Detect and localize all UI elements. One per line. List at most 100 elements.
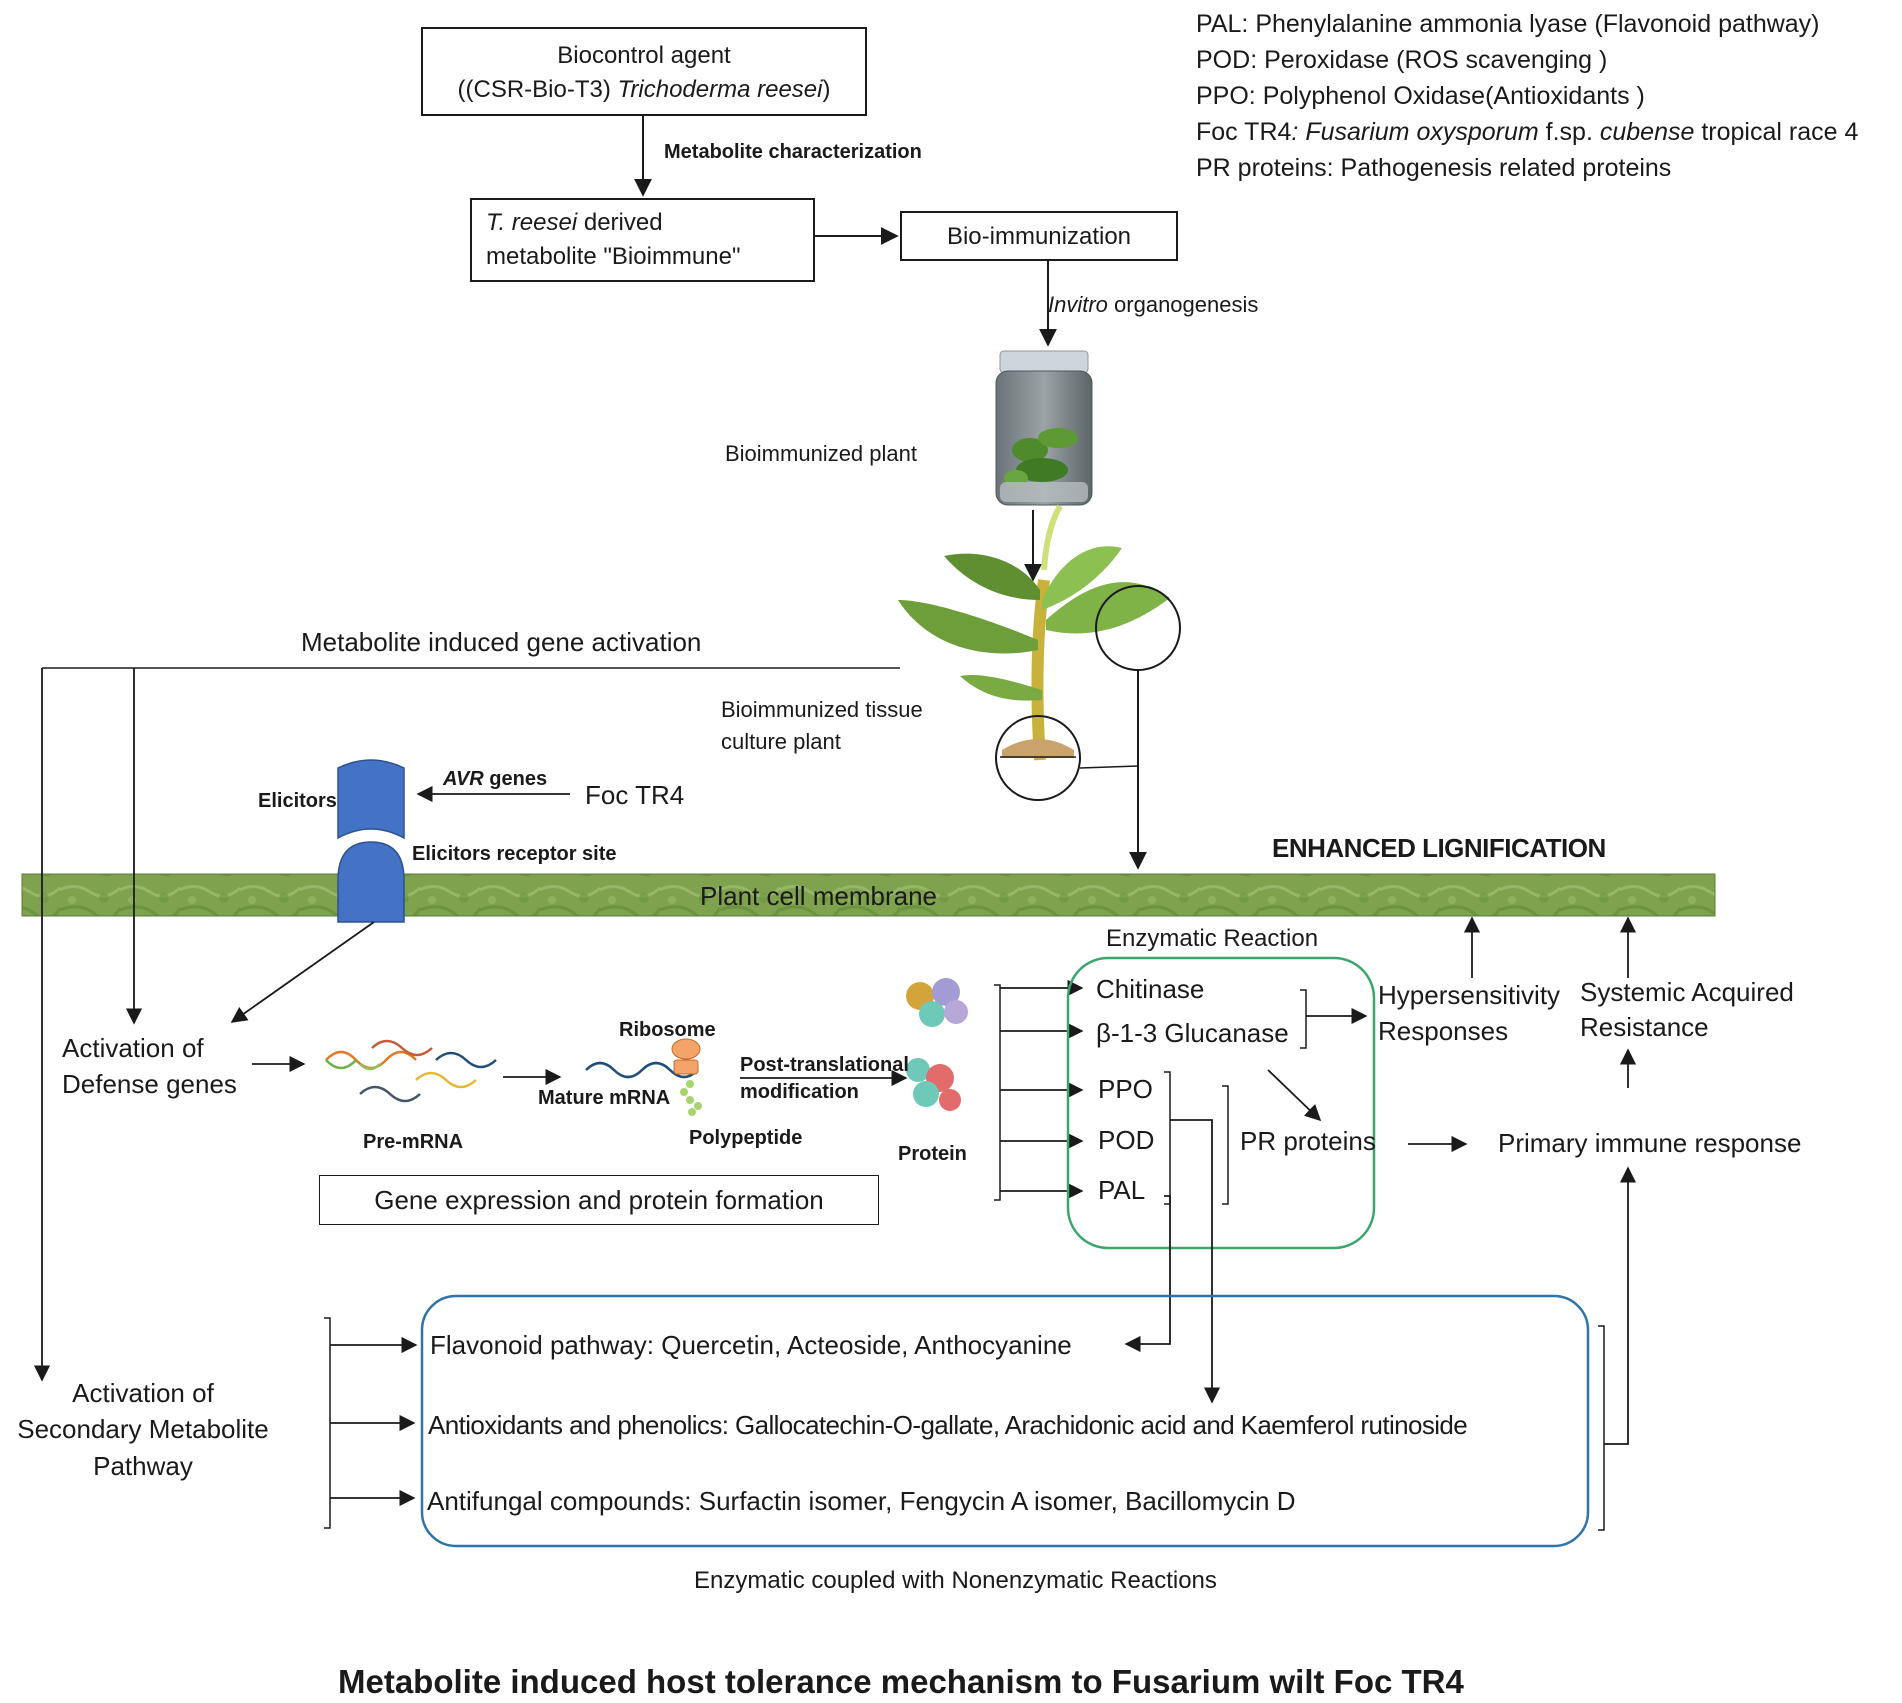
tissue-culture-jar-icon xyxy=(995,350,1093,506)
defense-line2: Defense genes xyxy=(62,1069,237,1100)
secondary-metabolite-label: Activation of Secondary Metabolite Pathw… xyxy=(4,1375,282,1484)
ptm-line2: modification xyxy=(740,1081,859,1103)
legend-definition: Polyphenol Oxidase(Antioxidants ) xyxy=(1262,82,1645,110)
enzyme-pal: PAL xyxy=(1098,1175,1146,1205)
hypersensitivity-label: Hypersensitivity Responses xyxy=(1378,977,1560,1050)
arrow-glucanase-to-pr xyxy=(1267,1069,1322,1122)
derived-word: derived xyxy=(577,209,663,236)
receptor-shape xyxy=(337,841,405,923)
legend-abbr: PR proteins xyxy=(1196,154,1327,182)
legend-row: PR proteins: Pathogenesis related protei… xyxy=(1196,150,1858,186)
bio-immunization-label: Bio-immunization xyxy=(946,223,1132,250)
cell-membrane-band xyxy=(21,873,1716,917)
organogenesis-invitro: Invitro xyxy=(1048,292,1108,317)
elicitors-label: Elicitors xyxy=(258,790,337,812)
gene-expression-label: Gene expression and protein formation xyxy=(374,1185,824,1215)
hr-line1: Hypersensitivity xyxy=(1378,980,1561,1010)
secondary-line1: Activation of xyxy=(72,1378,214,1408)
line-ppo-to-antioxidants xyxy=(1170,1119,1221,1404)
tissue-line2: culture plant xyxy=(721,728,841,754)
enzymatic-reaction-label: Enzymatic Reaction xyxy=(1106,925,1319,952)
arrow-receptor-to-defense xyxy=(230,921,375,1023)
biocontrol-line2: ((CSR-Bio-T3) Trichoderma reesei) xyxy=(423,74,865,105)
line-to-primary-immune xyxy=(1604,1166,1637,1445)
antioxidants-label: Antioxidants and phenolics: Gallocatechi… xyxy=(428,1410,1468,1440)
metabolite-characterization-label: Metabolite characterization xyxy=(664,141,922,163)
enhanced-lignification-label: ENHANCED LIGNIFICATION xyxy=(1272,833,1606,863)
post-translational-label: Post-translational modification xyxy=(740,1052,909,1106)
avr-genes-label: AVR genes xyxy=(443,767,547,791)
derived-line2: metabolite "Bioimmune" xyxy=(486,242,741,270)
protein-structure-icon xyxy=(906,978,968,1111)
enzyme-glucanase: β-1-3 Glucanase xyxy=(1096,1018,1289,1048)
flavonoid-pathway-label: Flavonoid pathway: Quercetin, Acteoside,… xyxy=(430,1330,1072,1360)
pr-bracket-right xyxy=(1222,1085,1229,1205)
sar-line2: Resistance xyxy=(1580,1012,1709,1043)
line-pot-to-stem xyxy=(1079,765,1139,769)
legend-definition: tropical race 4 xyxy=(1694,118,1859,146)
enzymatic-coupled-label: Enzymatic coupled with Nonenzymatic Reac… xyxy=(694,1567,1217,1594)
hr-bracket xyxy=(1300,989,1307,1049)
legend-row: PAL: Phenylalanine ammonia lyase (Flavon… xyxy=(1196,6,1858,42)
derived-line1: T. reesei derived xyxy=(486,206,813,240)
primary-immune-label: Primary immune response xyxy=(1498,1128,1802,1158)
sar-label: Systemic Acquired Resistance xyxy=(1580,975,1794,1045)
legend-definition: Phenylalanine ammonia lyase (Flavonoid p… xyxy=(1255,10,1820,38)
biocontrol-close: ) xyxy=(822,75,831,103)
legend-row: Foc TR4: Fusarium oxysporum f.sp. cubens… xyxy=(1196,114,1858,150)
mature-mrna-icon xyxy=(585,1061,699,1079)
legend-row: POD: Peroxidase (ROS scavenging ) xyxy=(1196,42,1858,78)
elicitor-shape xyxy=(337,759,405,840)
bioimmunized-tissue-label: Bioimmunized tissue culture plant xyxy=(721,694,923,758)
legend-sep: : xyxy=(1250,46,1265,74)
legend-definition: Peroxidase (ROS scavenging ) xyxy=(1264,46,1608,74)
mature-mrna-label: Mature mRNA xyxy=(538,1087,671,1109)
legend-abbr: PAL xyxy=(1196,10,1242,38)
enzyme-chitinase: Chitinase xyxy=(1096,974,1205,1004)
enzyme-pod: POD xyxy=(1098,1125,1155,1155)
ribosome-label: Ribosome xyxy=(619,1019,716,1041)
protein-label: Protein xyxy=(898,1143,967,1165)
derived-species: T. reesei xyxy=(486,209,578,236)
organogenesis-label: Invitro organogenesis xyxy=(1048,292,1258,318)
legend-abbr: Foc TR4 xyxy=(1196,118,1292,146)
avr-word: genes xyxy=(483,768,548,790)
secondary-metabolite-box xyxy=(420,1294,1590,1548)
organogenesis-word: organogenesis xyxy=(1107,292,1259,317)
legend-abbr: PPO xyxy=(1196,82,1249,110)
bioimmunized-plant-label: Bioimmunized plant xyxy=(725,441,917,466)
gene-expression-box: Gene expression and protein formation xyxy=(319,1175,879,1225)
legend-sep: : xyxy=(1291,118,1306,146)
secondary-bracket xyxy=(324,1317,331,1529)
legend-definition: Pathogenesis related proteins xyxy=(1340,154,1672,182)
legend-row: PPO: Polyphenol Oxidase(Antioxidants ) xyxy=(1196,78,1858,114)
gene-activation-label: Metabolite induced gene activation xyxy=(301,627,702,657)
biocontrol-agent-box: Biocontrol agent ((CSR-Bio-T3) Trichoder… xyxy=(421,27,867,116)
polypeptide-label: Polypeptide xyxy=(689,1127,803,1149)
pre-mrna-icon xyxy=(325,1039,497,1103)
pre-mrna-label: Pre-mRNA xyxy=(363,1131,464,1153)
legend-definition: f.sp. xyxy=(1538,118,1600,146)
right-bracket xyxy=(1598,1325,1605,1531)
biocontrol-code: ((CSR-Bio-T3) xyxy=(457,75,618,103)
enzymatic-reaction-box xyxy=(1066,956,1376,1250)
pr-bracket xyxy=(1164,1071,1171,1205)
banana-plant-icon xyxy=(898,504,1170,761)
biocontrol-line1: Biocontrol agent xyxy=(557,42,731,69)
main-title: Metabolite induced host tolerance mechan… xyxy=(338,1663,1464,1700)
tissue-line1: Bioimmunized tissue xyxy=(721,697,923,722)
legend-sep: : xyxy=(1241,10,1256,38)
legend-abbr: POD xyxy=(1196,46,1251,74)
defense-line1: Activation of xyxy=(62,1033,204,1063)
antifungal-label: Antifungal compounds: Surfactin isomer, … xyxy=(427,1486,1296,1516)
protein-bracket xyxy=(994,984,1001,1201)
sar-line1: Systemic Acquired xyxy=(1580,977,1794,1007)
legend-sep: : xyxy=(1248,82,1263,110)
foc-tr4-label: Foc TR4 xyxy=(585,780,685,810)
pot-zoom xyxy=(995,715,1081,801)
biocontrol-species: Trichoderma reesei xyxy=(617,75,823,103)
ribosome-icon xyxy=(671,1038,702,1116)
legend-definition: cubense xyxy=(1599,118,1695,146)
